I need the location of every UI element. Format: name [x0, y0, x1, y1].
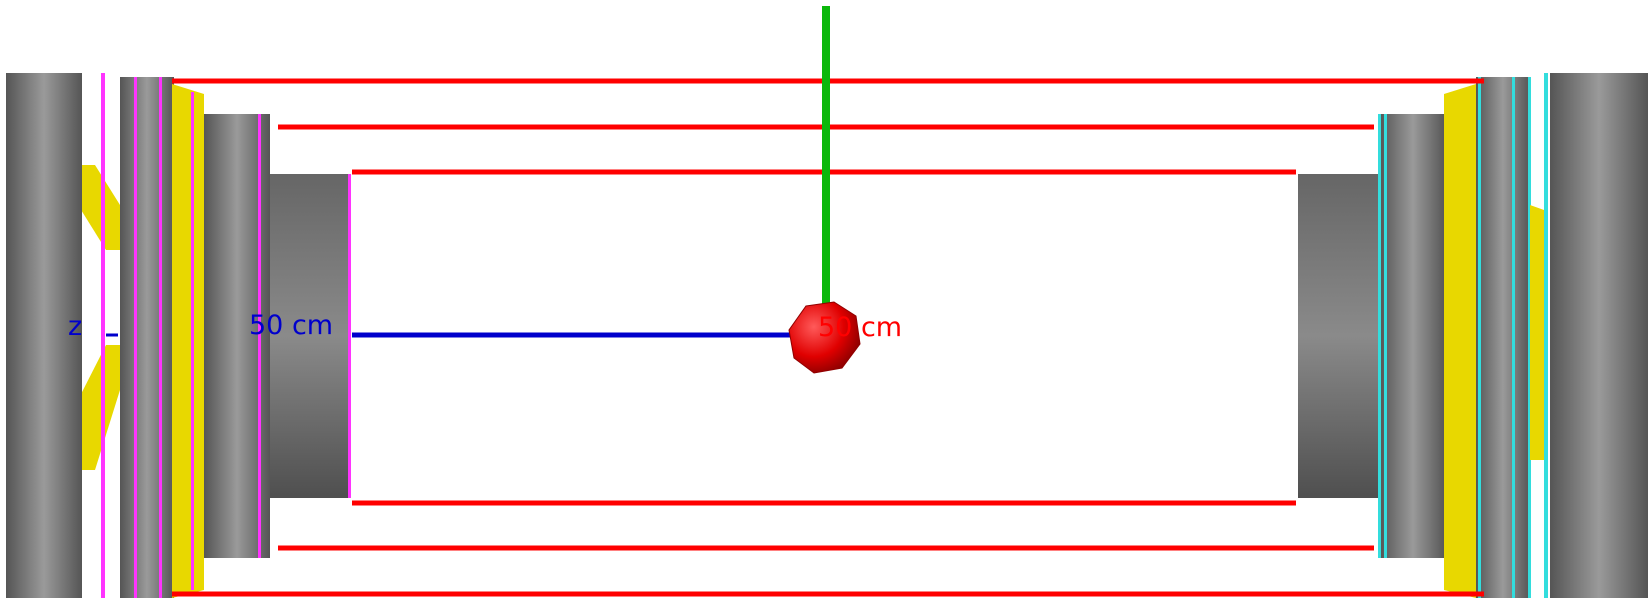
- red-sphere-marker-icon[interactable]: [788, 301, 861, 374]
- left-endcap: [6, 73, 351, 598]
- right-inner-disk: [1476, 77, 1530, 598]
- left-yellow-flange: [172, 84, 204, 598]
- z-axis-label: z: [68, 311, 82, 342]
- right-cyan-ring: [1544, 73, 1548, 598]
- right-outer-disk: [1550, 73, 1648, 598]
- left-yellow-strut-upper: [78, 165, 120, 250]
- left-step-cylinder-2: [270, 174, 350, 498]
- right-cyan-line-5: [1528, 77, 1531, 598]
- left-outer-disk: [6, 73, 82, 598]
- right-cyan-line-1: [1378, 114, 1381, 558]
- left-magenta-line-2: [134, 77, 137, 598]
- left-magenta-line-6: [348, 174, 351, 498]
- right-cyan-line-4: [1512, 77, 1515, 598]
- right-cyan-line-2: [1384, 114, 1387, 558]
- left-yellow-strut-lower: [78, 345, 120, 470]
- left-magenta-line-3: [159, 77, 162, 598]
- right-yellow-strut: [1530, 205, 1544, 460]
- left-inner-disk: [120, 77, 174, 598]
- left-magenta-ring: [101, 73, 105, 598]
- right-cyan-line-3: [1478, 77, 1481, 598]
- red-outline-lines: [172, 78, 1484, 597]
- left-magenta-line-4: [191, 92, 194, 590]
- red-axis-length-label: 50 cm: [818, 312, 902, 343]
- right-step-cylinder-1: [1380, 114, 1446, 558]
- right-yellow-flange: [1444, 84, 1476, 598]
- right-endcap: [1298, 73, 1648, 598]
- left-magenta-line-5: [258, 114, 261, 558]
- blue-axis-length-label: 50 cm: [249, 310, 333, 341]
- right-step-cylinder-2: [1298, 174, 1378, 498]
